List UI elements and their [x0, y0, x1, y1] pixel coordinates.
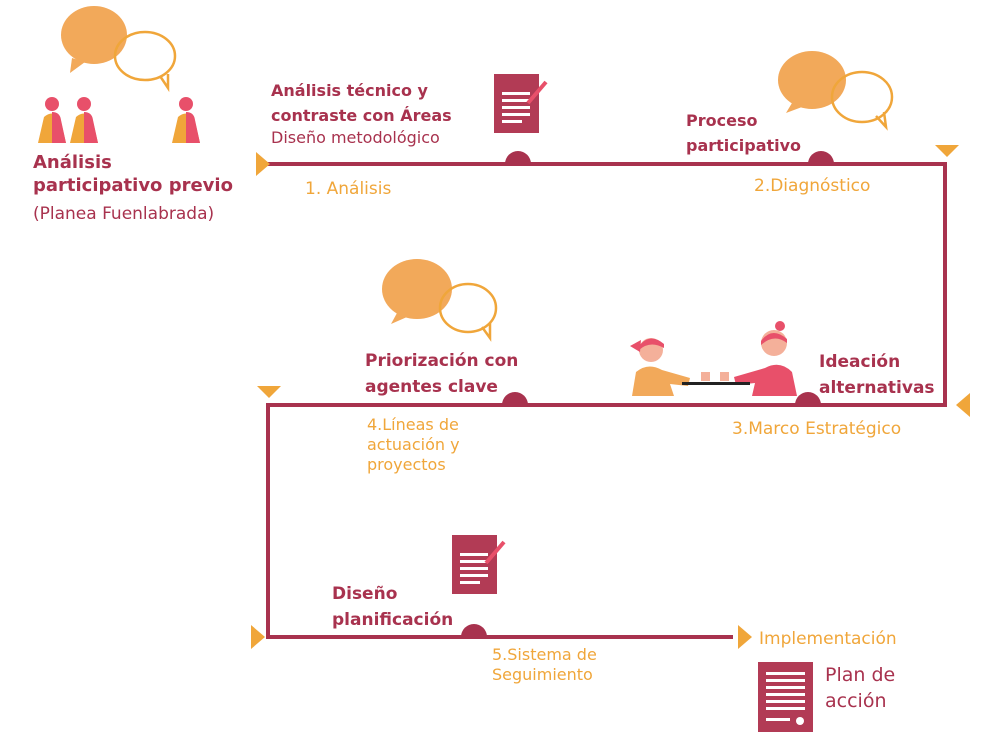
stage5-heading: Diseño planificación — [332, 581, 453, 633]
stage3-label: 3.Marco Estratégico — [732, 419, 902, 439]
plan-document-icon — [758, 662, 813, 732]
stage5-label-line1: 5.Sistema de — [492, 645, 597, 664]
stage3-heading-line1: Ideación — [819, 352, 901, 372]
arrow-right-icon — [256, 152, 270, 176]
arrow-down-icon — [257, 386, 281, 398]
milestone-marker-4 — [502, 392, 528, 405]
stage2-heading-line1: Proceso — [686, 111, 758, 130]
stage1-heading-line2: contraste con Áreas — [271, 106, 452, 125]
stage1-heading-line1: Análisis técnico y — [271, 81, 428, 100]
stage4-heading-line2: agentes clave — [365, 377, 498, 397]
arrow-down-icon — [935, 145, 959, 157]
milestone-marker-1 — [505, 151, 531, 164]
people-icon — [38, 97, 200, 143]
stage2-heading-line2: participativo — [686, 136, 802, 155]
milestone-marker-3 — [795, 392, 821, 405]
end-result: Plan de acción — [825, 662, 895, 714]
start-title-line1: Análisis — [33, 152, 112, 173]
stage4-label-line2: actuación y — [367, 435, 460, 454]
meeting-icon — [630, 321, 797, 396]
arrow-right-icon — [251, 625, 265, 649]
stage1-heading: Análisis técnico y contraste con Áreas — [271, 78, 452, 128]
stage5-heading-line1: Diseño — [332, 584, 398, 604]
speech-bubbles-icon — [778, 51, 894, 131]
end-result-line1: Plan de — [825, 664, 896, 686]
stage4-heading: Priorización con agentes clave — [365, 348, 518, 400]
stage2-heading: Proceso participativo — [686, 108, 801, 158]
stage4-label-line3: proyectos — [367, 455, 446, 474]
stage4-label-line1: 4.Líneas de — [367, 415, 459, 434]
milestone-marker-5 — [461, 624, 487, 637]
stage5-label-line2: Seguimiento — [492, 665, 593, 684]
milestone-marker-2 — [808, 151, 834, 164]
arrow-right-icon — [738, 625, 752, 649]
start-title-line2: participativo previo — [33, 175, 233, 197]
stage4-heading-line1: Priorización con — [365, 351, 519, 371]
stage1-subheading: Diseño metodológico — [271, 128, 440, 147]
stage5-label: 5.Sistema de Seguimiento — [492, 645, 597, 685]
document-icon — [494, 74, 548, 133]
document-icon — [452, 535, 506, 594]
start-title: Análisis participativo previo — [33, 151, 233, 198]
speech-bubbles-icon — [382, 259, 498, 342]
stage3-heading-line2: alternativas — [819, 378, 935, 398]
end-label: Implementación — [759, 629, 897, 649]
speech-bubbles-icon — [61, 6, 177, 93]
stage5-heading-line2: planificación — [332, 610, 454, 630]
stage2-label: 2.Diagnóstico — [754, 176, 871, 196]
start-subtitle: (Planea Fuenlabrada) — [33, 204, 215, 224]
end-result-line2: acción — [825, 690, 887, 712]
stage4-label: 4.Líneas de actuación y proyectos — [367, 415, 460, 475]
arrow-left-icon — [956, 393, 970, 417]
stage1-label: 1. Análisis — [305, 179, 392, 199]
stage3-heading: Ideación alternativas — [819, 349, 935, 401]
